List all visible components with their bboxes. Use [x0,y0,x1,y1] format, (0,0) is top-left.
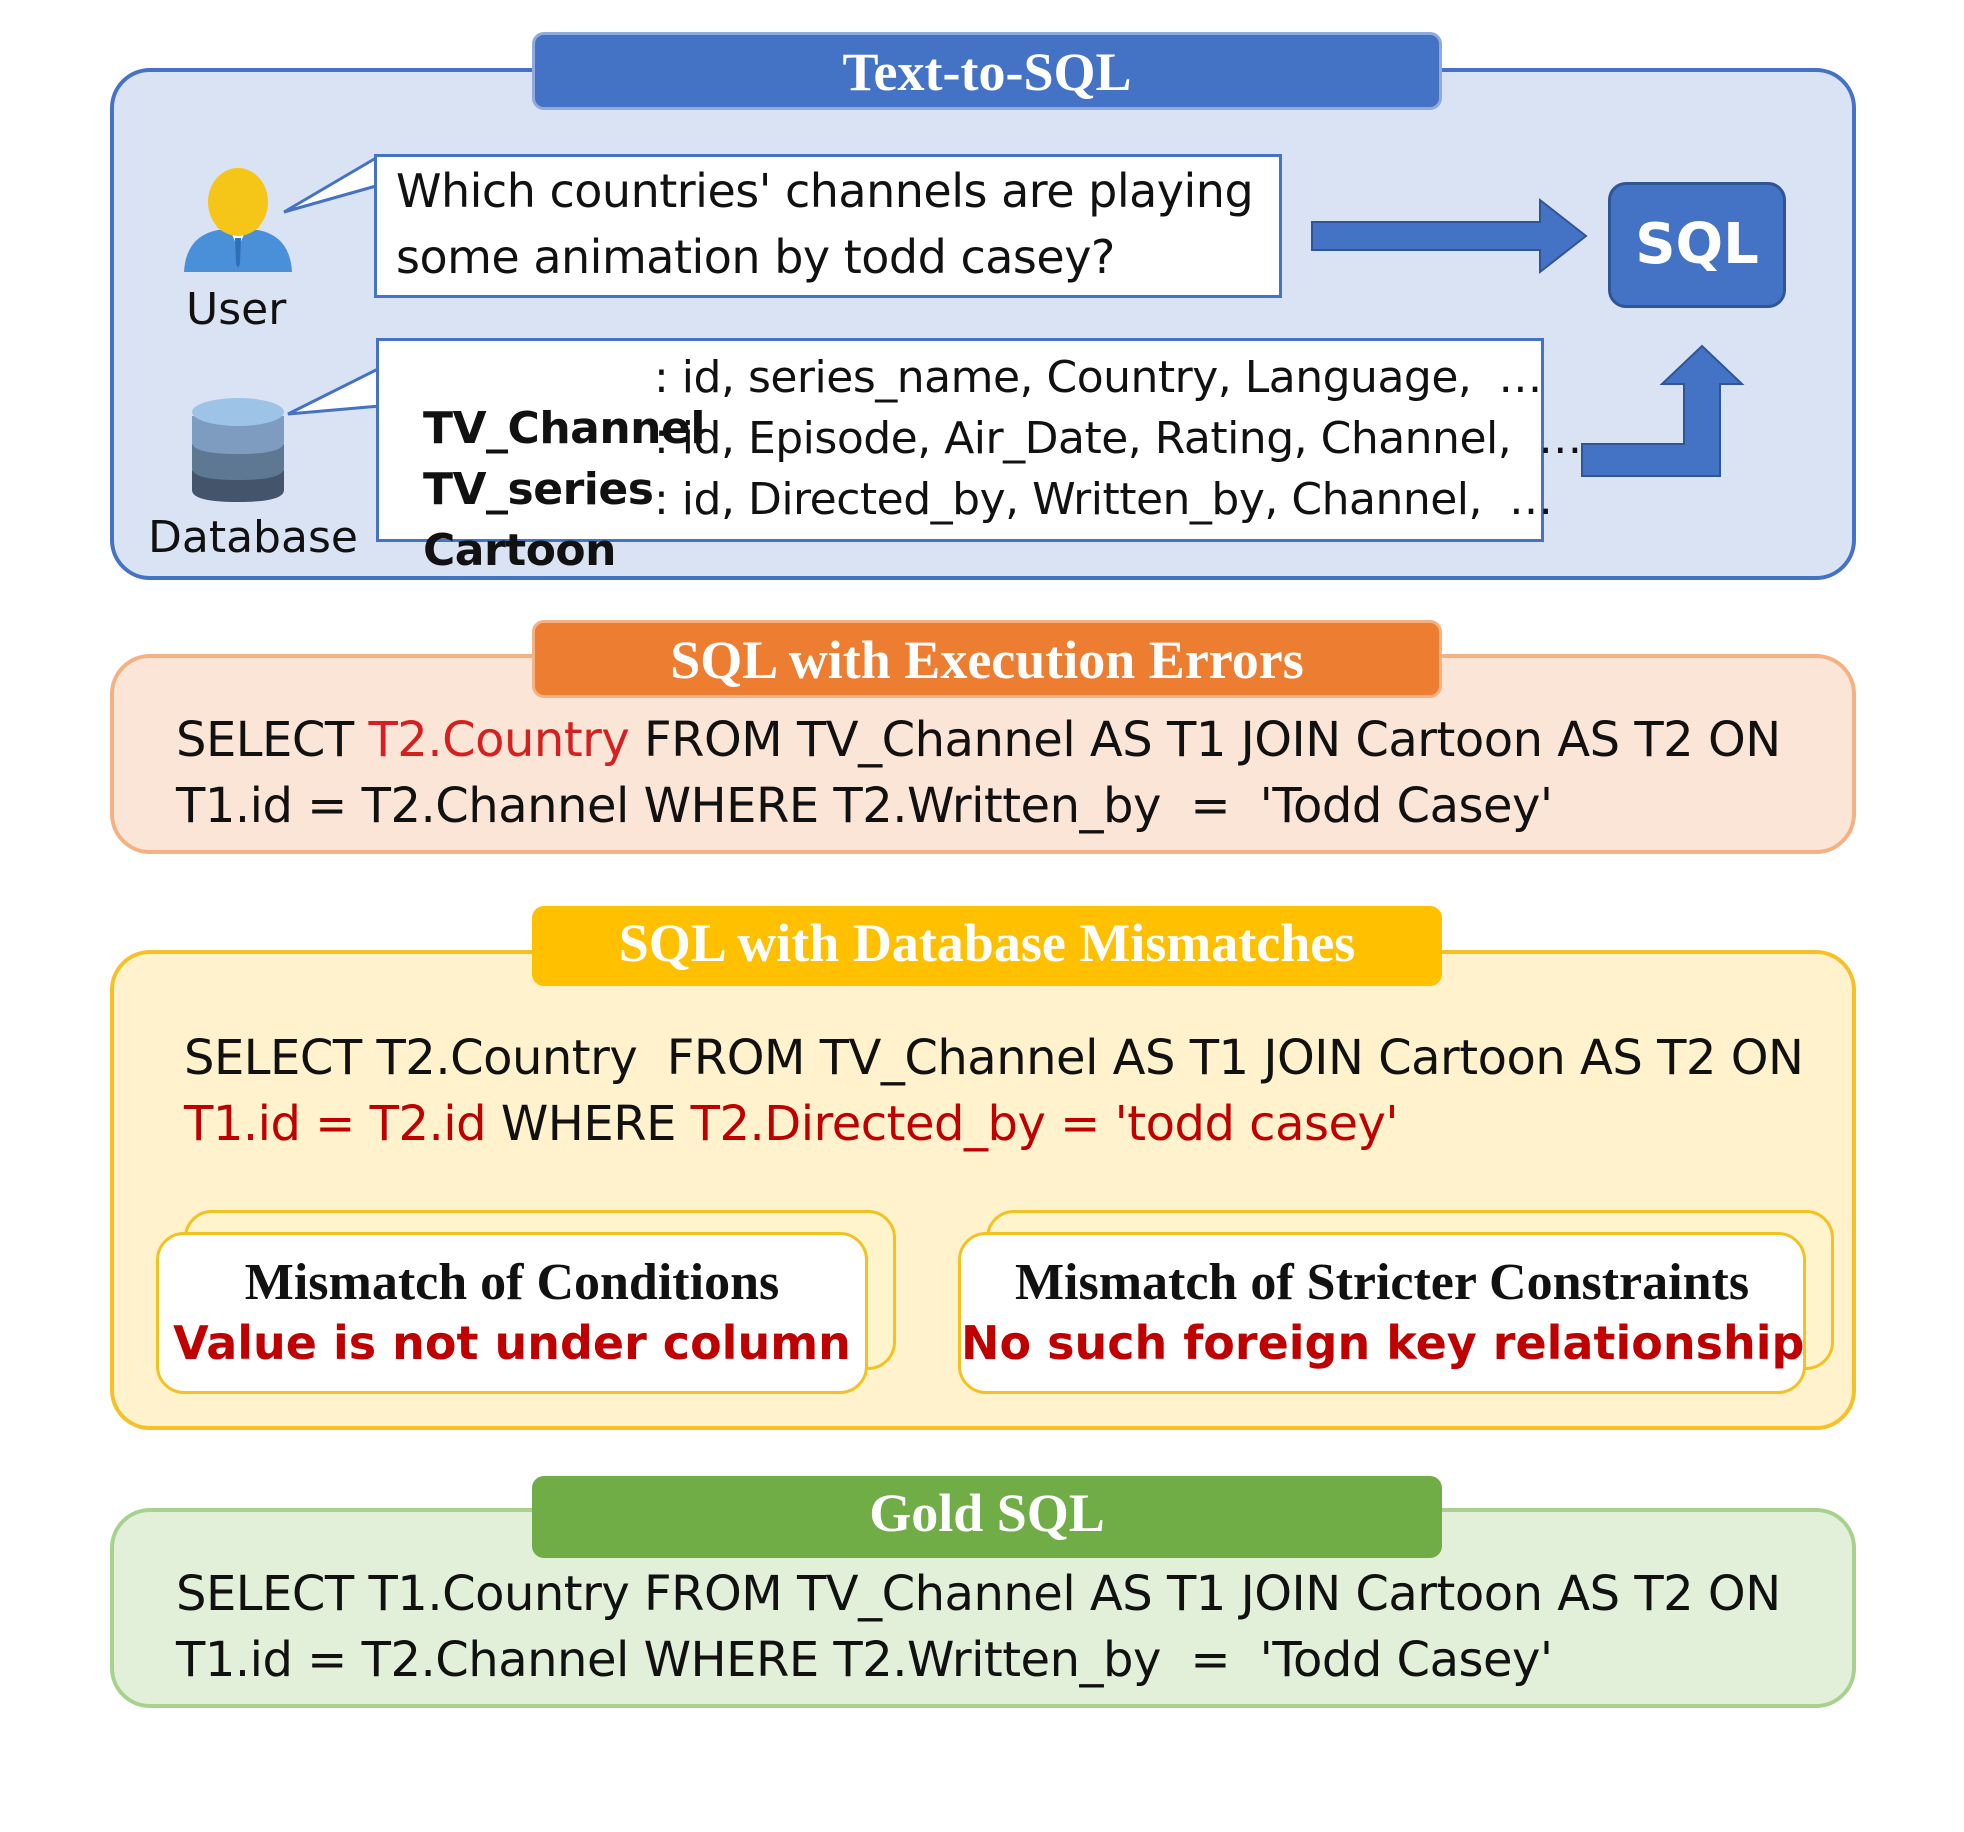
schema-columns-cartoon: : id, Directed_by, Written_by, Channel, … [654,474,1553,525]
execution-errors-title: SQL with Execution Errors [532,620,1442,698]
schema-table-name: TV_Channel [422,403,705,454]
gold-sql-line-2: T1.id = T2.Channel WHERE T2.Written_by =… [176,1632,1553,1688]
conditions-card: Mismatch of Conditions Value is not unde… [156,1232,868,1394]
user-label: User [186,284,287,335]
db-mismatches-sql-line-1: SELECT T2.Country FROM TV_Channel AS T1 … [184,1030,1804,1086]
schema-callout-pointer [287,366,381,416]
schema-row-cartoon: Cartoon [396,474,617,576]
conditions-card-title: Mismatch of Conditions [244,1254,780,1311]
question-line-1: Which countries' channels are playing [396,164,1254,218]
sql-error-highlight: T1.id = T2.id [184,1096,487,1152]
gold-sql-line-1: SELECT T1.Country FROM TV_Channel AS T1 … [176,1566,1781,1622]
gold-sql-title: Gold SQL [532,1476,1442,1558]
schema-columns-tv-channel: : id, series_name, Country, Language, … [654,352,1542,403]
db-mismatches-sql-line-2: T1.id = T2.id WHERE T2.Directed_by = 'to… [184,1096,1399,1152]
sql-text: WHERE [486,1096,691,1152]
execution-errors-sql-line-2: T1.id = T2.Channel WHERE T2.Written_by =… [176,778,1553,834]
sql-text: FROM TV_Channel AS T1 JOIN Cartoon AS T2… [629,712,1781,768]
db-mismatches-title: SQL with Database Mismatches [532,906,1442,986]
execution-errors-sql-line-1: SELECT T2.Country FROM TV_Channel AS T1 … [176,712,1781,768]
text-to-sql-title: Text-to-SQL [532,32,1442,110]
database-label: Database [148,512,358,563]
constraints-card: Mismatch of Stricter Constraints No such… [958,1232,1806,1394]
question-line-2: some animation by todd casey? [396,230,1115,284]
question-callout-pointer [283,156,377,214]
constraints-card-title: Mismatch of Stricter Constraints [1014,1254,1750,1311]
constraints-card-subtitle: No such foreign key relationship [961,1316,1805,1370]
execution-errors-panel [110,654,1856,854]
bent-up-arrow-icon [1581,344,1745,477]
schema-columns-tv-series: : id, Episode, Air_Date, Rating, Channel… [654,413,1582,464]
user-icon [184,168,292,272]
sql-error-highlight: T2.Country [368,712,630,768]
database-icon [192,398,284,502]
schema-table-name: Cartoon [422,525,617,576]
sql-error-highlight: T2.Directed_by = 'todd casey' [690,1096,1399,1152]
right-arrow-icon [1311,197,1588,275]
sql-output-box: SQL [1608,182,1786,308]
conditions-card-subtitle: Value is not under column [173,1316,851,1370]
schema-box [376,338,1544,542]
schema-table-name: TV_series [422,464,654,515]
question-box [374,154,1282,298]
schema-row-tv-channel: TV_Channel [396,352,705,454]
sql-text: SELECT [176,712,369,768]
sql-output-label: SQL [1635,212,1759,277]
schema-row-tv-series: TV_series [396,413,654,515]
